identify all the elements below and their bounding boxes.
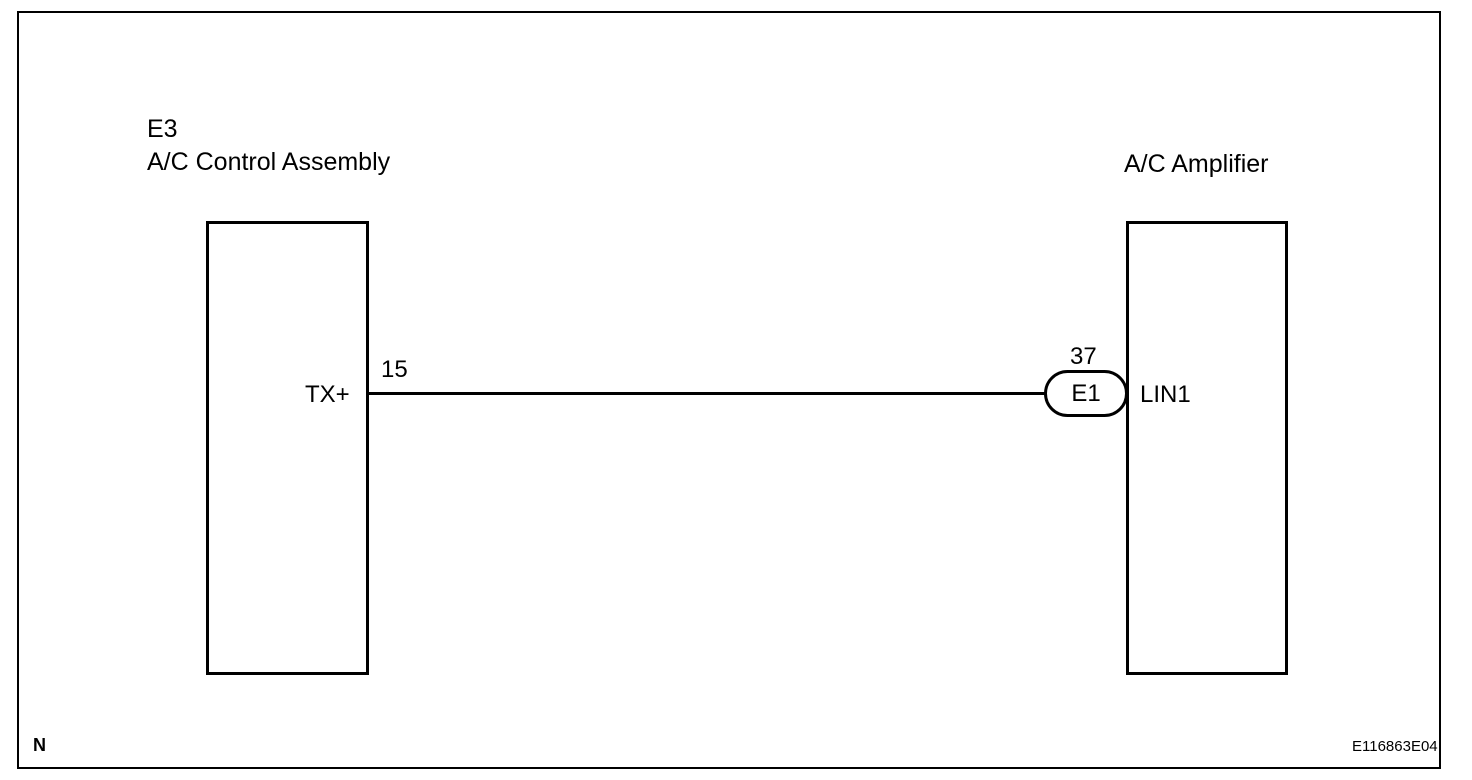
right-terminal-name: LIN1 bbox=[1140, 381, 1191, 408]
connector-e1: E1 bbox=[1044, 370, 1128, 417]
figure-id: E116863E04 bbox=[1352, 738, 1438, 755]
left-pin-number: 15 bbox=[381, 356, 408, 383]
left-component-code: E3 bbox=[147, 115, 178, 143]
diagram-frame bbox=[17, 11, 1441, 769]
left-component-name: A/C Control Assembly bbox=[147, 148, 391, 176]
right-pin-number: 37 bbox=[1070, 343, 1097, 370]
left-component-box bbox=[206, 221, 369, 675]
corner-letter: N bbox=[33, 735, 46, 755]
right-component-box bbox=[1126, 221, 1288, 675]
signal-wire bbox=[369, 392, 1048, 395]
left-terminal-name: TX+ bbox=[305, 381, 350, 408]
connector-code: E1 bbox=[1071, 379, 1101, 407]
right-component-name: A/C Amplifier bbox=[1124, 150, 1269, 178]
